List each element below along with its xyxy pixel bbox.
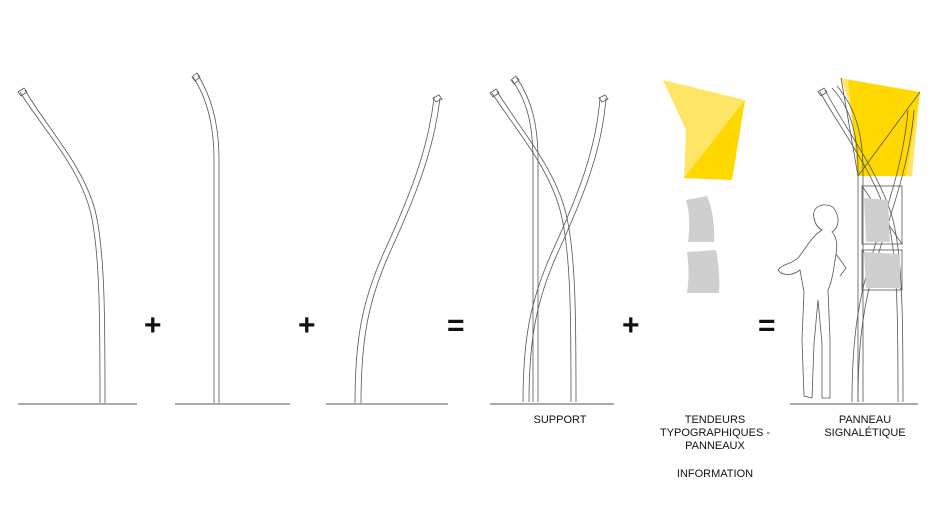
- pole-straight: [175, 72, 290, 405]
- caption-tendeurs-line2: TYPOGRAPHIQUES -: [659, 427, 771, 439]
- plus-operator-3: +: [622, 309, 640, 342]
- caption-panneau-line2: SIGNALÉTIQUE: [824, 427, 906, 439]
- caption-panneau-line1: PANNEAU: [838, 414, 892, 426]
- gray-panel-lower: [687, 250, 720, 293]
- yellow-flag-dark: [684, 100, 745, 180]
- caption-tendeurs-line3: PANNEAUX: [685, 440, 745, 452]
- pole-curved-left: [17, 87, 137, 405]
- pole-curved-right: [326, 94, 448, 405]
- caption-information: INFORMATION: [676, 468, 754, 480]
- typographic-tensioners-panels: [663, 80, 745, 293]
- equals-operator-2: =: [758, 309, 776, 342]
- signage-panel-assembly: [777, 77, 921, 405]
- gray-panel-upper: [686, 196, 715, 242]
- caption-panneau: PANNEAU SIGNALÉTIQUE: [810, 414, 920, 440]
- plus-operator-1: +: [144, 309, 162, 342]
- equals-operator-1: =: [447, 309, 465, 342]
- caption-tendeurs: TENDEURS TYPOGRAPHIQUES - PANNEAUX: [650, 414, 780, 453]
- caption-tendeurs-line1: TENDEURS: [684, 414, 746, 426]
- support-assembly: [489, 75, 614, 405]
- plus-operator-2: +: [298, 309, 316, 342]
- caption-support: SUPPORT: [533, 414, 587, 426]
- human-silhouette: [777, 204, 839, 399]
